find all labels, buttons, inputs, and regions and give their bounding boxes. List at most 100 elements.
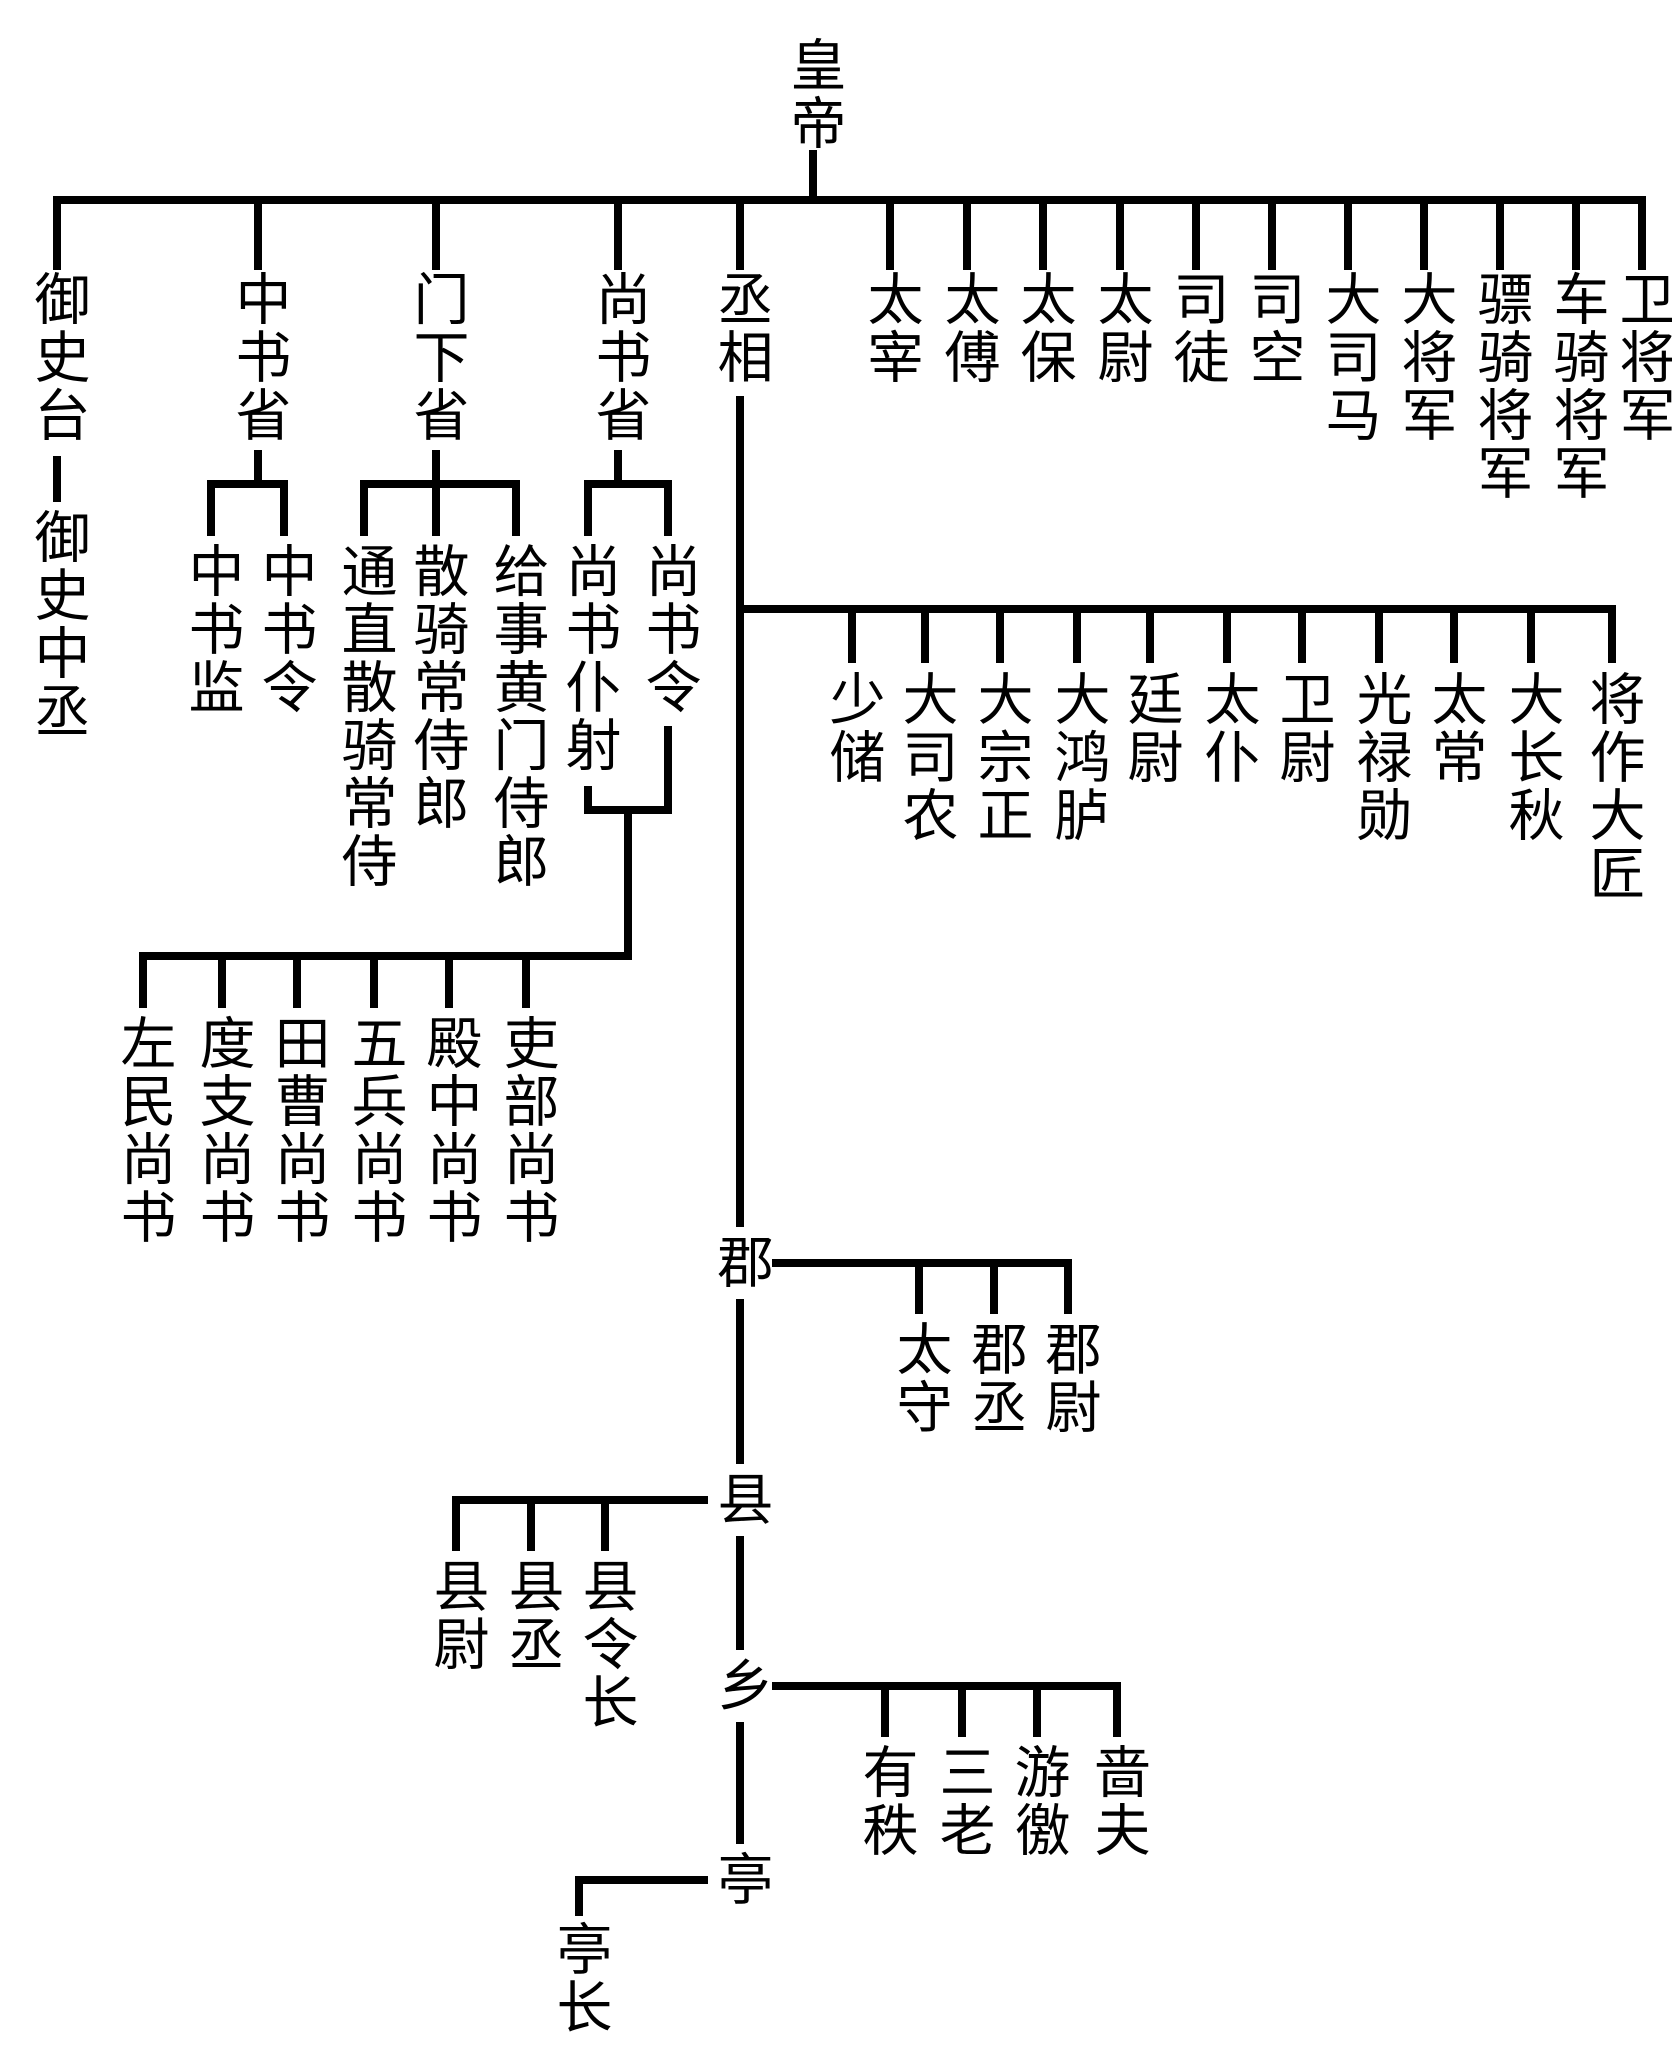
node-minister: 大宗正 [969,670,1031,844]
connector-line [614,450,622,488]
node-youjiao: 游徼 [1006,1743,1068,1859]
connector-drop [1638,196,1646,270]
node-court-office: 大将军 [1393,270,1455,444]
connector-drop [1375,605,1383,663]
connector-drop [1192,196,1200,270]
connector-drop [584,480,592,536]
connector-bar [736,605,1616,613]
node-bureau: 吏部尚书 [495,1014,557,1246]
connector-bar [452,1496,708,1504]
connector-line [254,450,262,488]
connector-drop [254,196,262,270]
connector-drop [432,196,440,270]
node-shangshuling: 尚书令 [637,542,699,716]
connector-drop [293,952,301,1008]
connector-drop [1496,196,1504,270]
node-minister: 大长秋 [1500,670,1562,844]
node-tongzhisanqichangshi: 通直散骑常侍 [333,542,395,890]
node-minister: 光禄勋 [1348,670,1410,844]
connector-drop [53,196,61,270]
node-court-office: 大司马 [1317,270,1379,444]
connector-drop [1033,1682,1041,1737]
node-yushitai: 御史台 [26,270,88,444]
node-minister: 廷尉 [1119,670,1181,786]
node-bureau: 田曹尚书 [266,1014,328,1246]
node-emperor: 皇帝 [782,36,844,152]
connector-line [664,726,672,814]
connector-drop [1298,605,1306,663]
node-minister: 大司农 [894,670,956,844]
connector-bar [575,1876,708,1884]
node-ting: 亭 [709,1850,771,1908]
node-shangshusheng: 尚书省 [587,270,649,444]
node-tingzhang: 亭长 [548,1920,610,2036]
node-youzhi: 有秩 [854,1743,916,1859]
connector-line [584,786,592,814]
connector-drop [1113,1682,1121,1737]
connector-drop [1420,196,1428,270]
node-xian: 县 [709,1470,771,1528]
node-zhongshusheng: 中书省 [227,270,289,444]
connector-drop [1344,196,1352,270]
connector-drop [958,1682,966,1737]
node-zhongshujian: 中书监 [180,542,242,716]
node-jishihuangmenshilang: 给事黄门侍郎 [485,542,547,890]
connector-drop [601,1496,609,1551]
connector-line [432,450,440,488]
node-zhongshuling: 中书令 [253,542,315,716]
connector-drop [963,196,971,270]
node-court-office: 车骑将军 [1545,270,1607,502]
connector-drop [1146,605,1154,663]
connector-drop [512,480,520,536]
connector-drop [452,1496,460,1551]
connector-drop [1268,196,1276,270]
connector-drop [1064,1259,1072,1314]
connector-drop [1450,605,1458,663]
connector-drop [432,480,440,536]
connector-drop [1116,196,1124,270]
connector-bar [139,952,632,960]
connector-drop [736,196,744,270]
node-court-office: 太尉 [1089,270,1151,386]
connector-drop [280,480,288,536]
node-bureau: 五兵尚书 [343,1014,405,1246]
connector-drop [370,952,378,1008]
connector-bar [360,480,520,488]
node-taishou: 太守 [888,1320,950,1436]
node-minister: 卫尉 [1271,670,1333,786]
connector-spine [736,1536,744,1650]
connector-drop [614,196,622,270]
connector-drop [664,480,672,536]
node-court-office: 骠骑将军 [1469,270,1531,502]
node-sefu: 啬夫 [1086,1743,1148,1859]
connector-spine [736,1299,744,1464]
node-court-office: 太宰 [859,270,921,386]
connector-drop [990,1259,998,1314]
node-bureau: 左民尚书 [112,1014,174,1246]
node-court-office: 太傅 [936,270,998,386]
connector-drop [1572,196,1580,270]
node-sanlao: 三老 [931,1743,993,1859]
connector-drop [848,605,856,663]
node-minister: 大鸿胪 [1046,670,1108,844]
connector-drop [1039,196,1047,270]
connector-spine [736,396,744,1227]
node-jun: 郡 [709,1233,771,1291]
node-court-office: 太保 [1012,270,1074,386]
connector-drop [1073,605,1081,663]
node-court-office: 司空 [1241,270,1303,386]
connector-drop [1223,605,1231,663]
connector-drop [360,480,368,536]
connector-drop [445,952,453,1008]
connector-drop [522,952,530,1008]
connector-drop [881,1682,889,1737]
connector-drop [207,480,215,536]
node-minister: 太仆 [1196,670,1258,786]
connector-bar [584,480,672,488]
connector-drop [915,1259,923,1314]
node-court-office: 卫将军 [1611,270,1672,444]
node-juncheng: 郡丞 [963,1320,1025,1436]
connector-drop [218,952,226,1008]
node-shangshupuye: 尚书仆射 [557,542,619,774]
